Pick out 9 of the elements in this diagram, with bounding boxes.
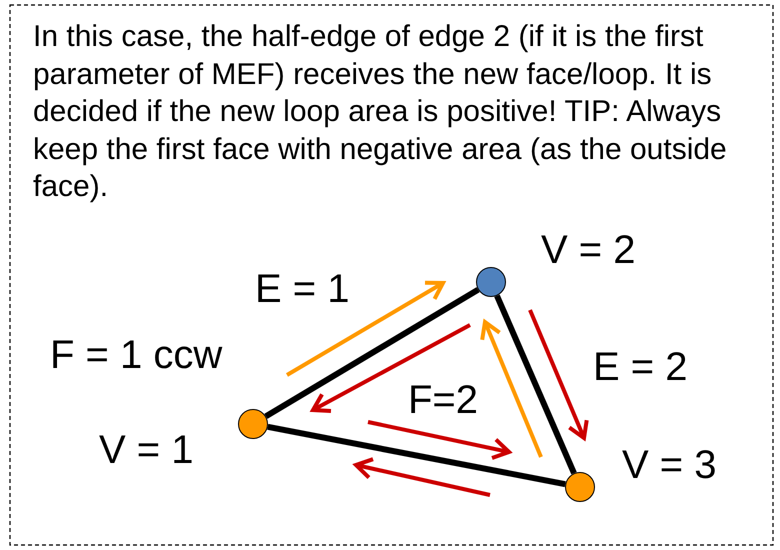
edge-line [264, 287, 480, 419]
vertex-label: V = 1 [99, 428, 194, 472]
edge-line [267, 424, 566, 488]
description-text: In this case, the half-edge of edge 2 (if it is the first parameter of MEF) receives the new face/loop. It is decided if the new loop area is positive! TIP: Always keep the first face with negative area (as the outside face). [33, 19, 728, 205]
edge-line [494, 294, 577, 474]
face-label: F = 1 ccw [50, 333, 222, 377]
vertex-label: V = 3 [622, 443, 717, 487]
vertex-label: V = 2 [541, 228, 636, 272]
face-label: F=2 [408, 378, 478, 422]
